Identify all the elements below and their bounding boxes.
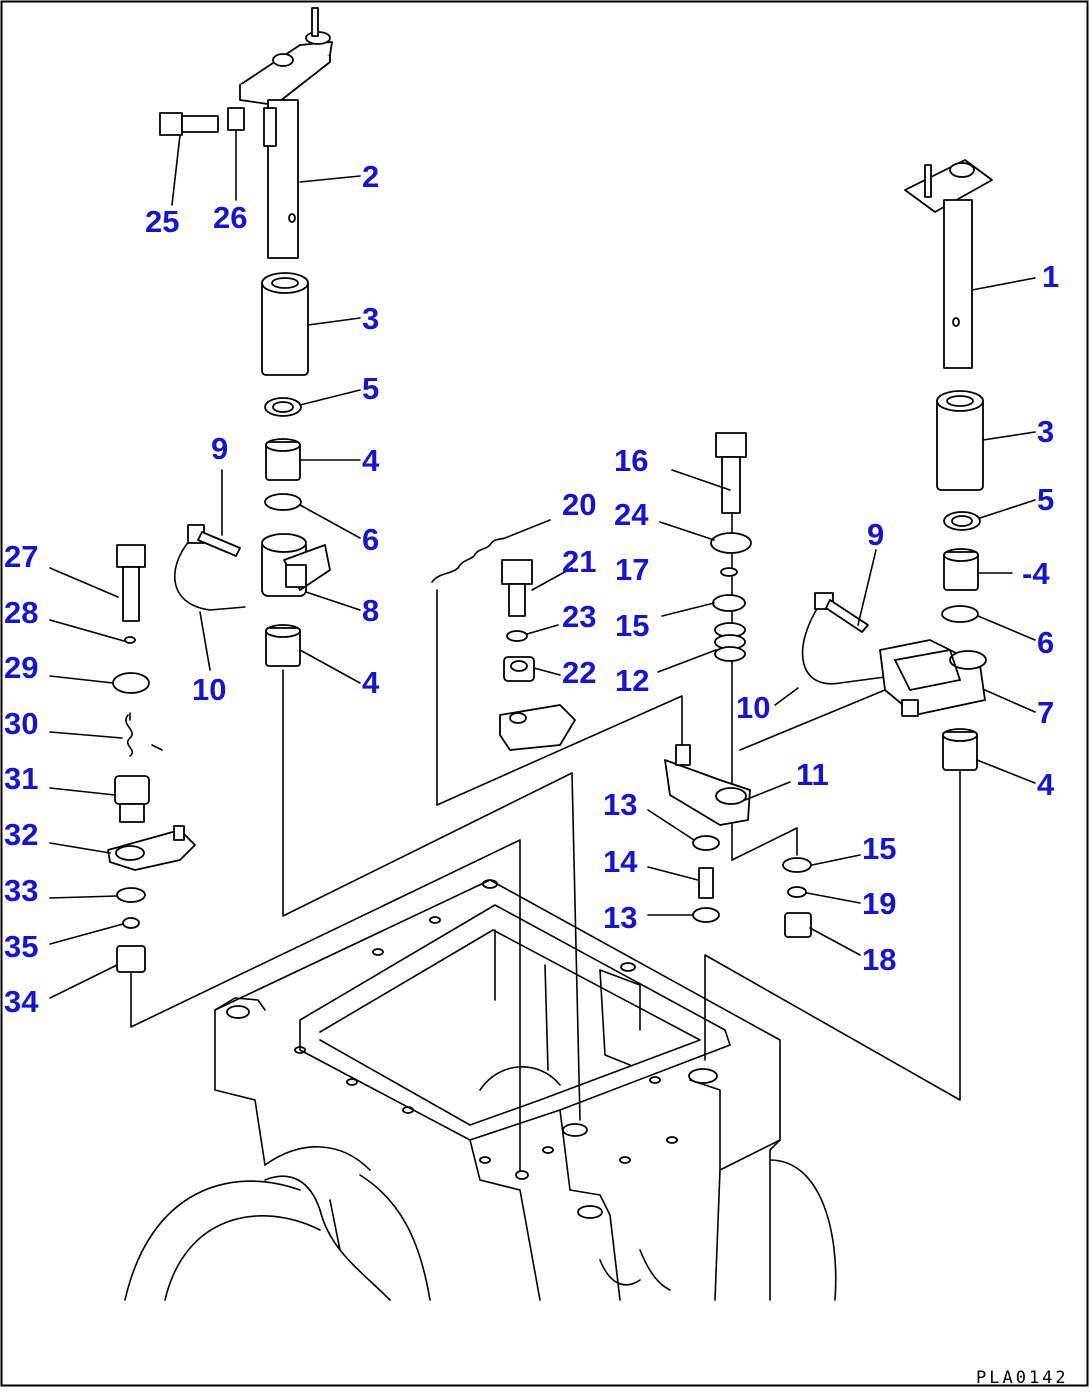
callout-c10a: 10 (192, 672, 226, 707)
part-6-washer-right (941, 605, 979, 623)
callout-c8: 8 (362, 593, 379, 628)
part-5-seal-left (264, 397, 302, 417)
transmission-case-drawing (124, 879, 837, 1301)
callout-c2: 2 (362, 159, 379, 194)
callout-c13a: 13 (603, 787, 637, 822)
callout-c22: 22 (562, 655, 596, 690)
part-7-lever-right (879, 639, 987, 717)
part-9-bolt-left (187, 524, 241, 557)
part-16-bolt (715, 432, 747, 514)
callout-c14: 14 (603, 844, 638, 879)
callout-c28: 28 (4, 595, 38, 630)
callout-c21: 21 (562, 544, 596, 579)
callout-c32: 32 (4, 817, 38, 852)
part-11-lever (664, 744, 751, 826)
assembly-lines (129, 489, 961, 1171)
part-18-nut (784, 912, 812, 938)
part-32-lever (107, 825, 196, 871)
part-14-pin (698, 867, 714, 899)
part-27-bolt (116, 544, 146, 622)
callout-c4c: -4 (1022, 556, 1050, 591)
callout-c23: 23 (562, 599, 596, 634)
callout-c27: 27 (4, 539, 38, 574)
callout-c17: 17 (615, 552, 649, 587)
callout-labels: 123344-445566789910101112131314151516171… (4, 159, 1059, 1019)
part-31-fitting (114, 775, 150, 823)
part-8-lever-left (261, 533, 331, 597)
part-35-lockwasher (122, 917, 140, 929)
part-13-bushing-bottom (692, 907, 720, 923)
diagram-code: PLA0142 (976, 1368, 1069, 1388)
part-30-spring (125, 714, 134, 757)
callout-c6a: 6 (362, 522, 379, 557)
callout-c9a: 9 (211, 431, 228, 466)
callout-c10b: 10 (736, 690, 770, 725)
part-34-nut (116, 945, 146, 973)
part-23-washer (506, 630, 528, 642)
callout-c18: 18 (862, 942, 896, 977)
part-1-shaft-right (904, 159, 993, 369)
callout-c34: 34 (4, 984, 39, 1019)
part-24-seat (710, 532, 752, 554)
part-9-bolt-right (814, 592, 869, 633)
part-12-spring (714, 622, 746, 662)
callout-c9b: 9 (867, 517, 884, 552)
callout-c15b: 15 (862, 831, 896, 866)
part-22-nut (503, 656, 535, 682)
part-2-shaft-left (239, 7, 333, 259)
callout-c26: 26 (213, 200, 247, 235)
callout-c19: 19 (862, 886, 896, 921)
callout-c4a: 4 (362, 443, 380, 478)
callout-c25: 25 (145, 204, 179, 239)
part-20-spring (431, 537, 506, 583)
part-3-bushing-left (261, 272, 309, 376)
callout-c35: 35 (4, 929, 38, 964)
parts (107, 7, 993, 973)
part-19-lockwasher (787, 886, 807, 898)
callout-c31: 31 (4, 761, 38, 796)
callout-c1: 1 (1042, 259, 1059, 294)
part-6-washer-left (264, 493, 302, 511)
callout-c3a: 3 (362, 301, 379, 336)
callout-c4d: 4 (1037, 767, 1055, 802)
callout-leaders (49, 129, 1036, 999)
callout-c16: 16 (614, 443, 648, 478)
part-15-washer-bottom (782, 857, 812, 873)
callout-c29: 29 (4, 650, 38, 685)
callout-c4b: 4 (362, 665, 380, 700)
part-28-pin (124, 636, 136, 644)
part-3-bushing-right (936, 390, 984, 491)
part-17-washer (720, 567, 738, 577)
part-13-bushing-top (692, 835, 720, 851)
part-4-bushings (265, 438, 979, 771)
part-5-seal-right (943, 511, 981, 531)
callout-c20: 20 (562, 487, 596, 522)
bracket-plate (499, 704, 576, 751)
callout-c24: 24 (614, 497, 649, 532)
callout-c3b: 3 (1037, 414, 1054, 449)
part-21-bolt (501, 559, 533, 617)
callout-c5b: 5 (1037, 482, 1054, 517)
part-26-nut (227, 107, 245, 131)
part-15-washer-top (712, 594, 746, 612)
callout-c6b: 6 (1037, 625, 1054, 660)
callout-c33: 33 (4, 873, 38, 908)
part-29-washer (112, 672, 150, 694)
callout-c15a: 15 (615, 608, 649, 643)
part-33-washer (116, 887, 146, 903)
callout-c11: 11 (796, 757, 829, 792)
part-25-bolt (159, 112, 219, 136)
callout-c12: 12 (615, 663, 649, 698)
callout-c5a: 5 (362, 371, 379, 406)
callout-c13b: 13 (603, 900, 637, 935)
callout-c30: 30 (4, 706, 38, 741)
callout-c7: 7 (1037, 695, 1054, 730)
